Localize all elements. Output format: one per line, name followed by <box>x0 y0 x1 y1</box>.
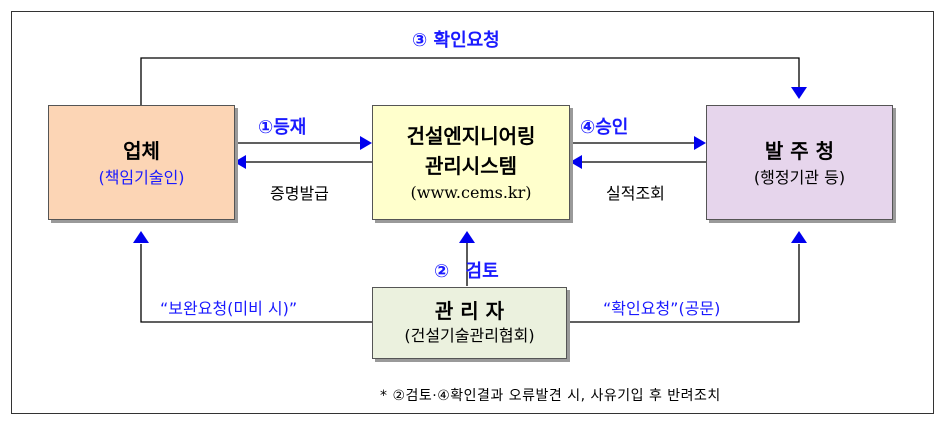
footnote: * ②검토·④확인결과 오류발견 시, 사유기입 후 반려조치 <box>380 388 721 404</box>
edge-supplement-line <box>140 244 372 323</box>
label-record-lookup: 실적조회 <box>606 184 665 203</box>
diagram-frame <box>11 11 934 414</box>
cems-node: 건설엔지니어링 관리시스템 (www.cems.kr) <box>372 105 570 220</box>
edge-official-line <box>567 244 800 323</box>
label-approve: ④승인 <box>580 117 629 138</box>
cems-title-line1: 건설엔지니어링 <box>406 123 536 148</box>
label-supplement-request: “보완요청(미비 시)” <box>160 299 298 318</box>
arrowhead-cems-left <box>360 136 372 150</box>
arrowhead-cems-bottom <box>459 231 475 243</box>
label-review: ② 검토 <box>434 261 499 282</box>
arrowhead-client-left <box>694 136 706 150</box>
company-title: 업체 <box>123 138 160 163</box>
manager-title: 관 리 자 <box>434 299 505 323</box>
edge-confirm-request-line <box>140 57 800 105</box>
manager-node: 관 리 자 (건설기술관리협회) <box>372 287 567 359</box>
client-title: 발 주 청 <box>764 138 835 163</box>
company-subtitle: (책임기술인) <box>98 167 185 187</box>
arrowhead-cems-right <box>570 155 582 169</box>
cems-title-line2: 관리시스템 <box>425 153 517 178</box>
arrowhead-company-bottom <box>133 231 149 243</box>
client-subtitle: (행정기관 등) <box>753 167 846 187</box>
label-register: ①등재 <box>258 117 307 138</box>
arrowhead-company-right <box>234 155 246 169</box>
client-node: 발 주 청 (행정기관 등) <box>706 105 893 220</box>
label-confirm-request: ③ 확인요청 <box>412 30 500 51</box>
arrowhead-client-bottom <box>791 231 807 243</box>
company-node: 업체 (책임기술인) <box>48 105 235 220</box>
arrowhead-client-top <box>791 87 807 99</box>
label-certificate: 증명발급 <box>270 184 329 203</box>
cems-url: (www.cems.kr) <box>410 182 532 202</box>
manager-subtitle: (건설기술관리협회) <box>404 326 535 345</box>
label-official-request: “확인요청”(공문) <box>603 299 721 318</box>
